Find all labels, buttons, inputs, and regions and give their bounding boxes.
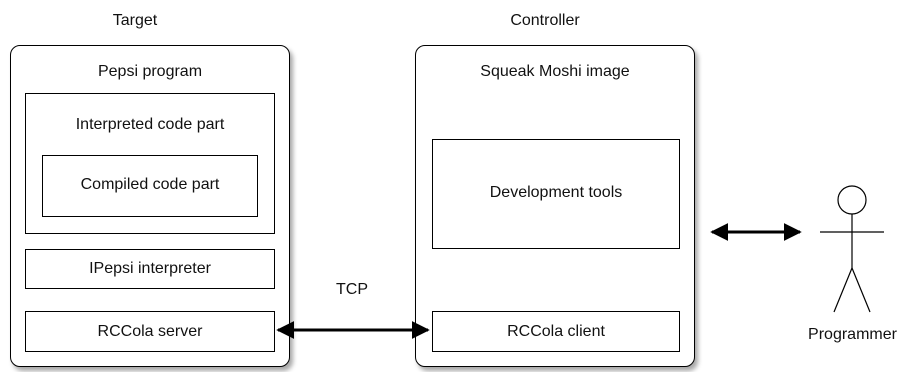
- controller-container-title: Squeak Moshi image: [480, 63, 630, 80]
- controller-container: Squeak Moshi image Development tools RCC…: [415, 45, 695, 367]
- interpreter-label: IPepsi interpreter: [89, 260, 211, 277]
- client-label: RCCola client: [507, 323, 605, 340]
- interpreter-box: IPepsi interpreter: [25, 249, 275, 289]
- server-box: RCCola server: [25, 311, 275, 352]
- interpreted-code-box: Interpreted code part Compiled code part: [25, 93, 275, 234]
- stick-figure-icon: [820, 185, 884, 313]
- target-container-title: Pepsi program: [97, 63, 203, 80]
- target-container: Pepsi program Interpreted code part Comp…: [10, 45, 290, 367]
- dev-tools-label: Development tools: [489, 184, 623, 201]
- client-box: RCCola client: [432, 311, 680, 352]
- interpreted-code-label: Interpreted code part: [75, 116, 225, 133]
- target-heading: Target: [112, 12, 158, 29]
- controller-heading: Controller: [510, 12, 580, 29]
- tcp-label: TCP: [336, 281, 368, 298]
- compiled-code-box: Compiled code part: [42, 155, 258, 217]
- programmer-label: Programmer: [808, 326, 897, 343]
- server-label: RCCola server: [97, 323, 203, 340]
- compiled-code-label: Compiled code part: [80, 176, 220, 193]
- dev-tools-box: Development tools: [432, 139, 680, 249]
